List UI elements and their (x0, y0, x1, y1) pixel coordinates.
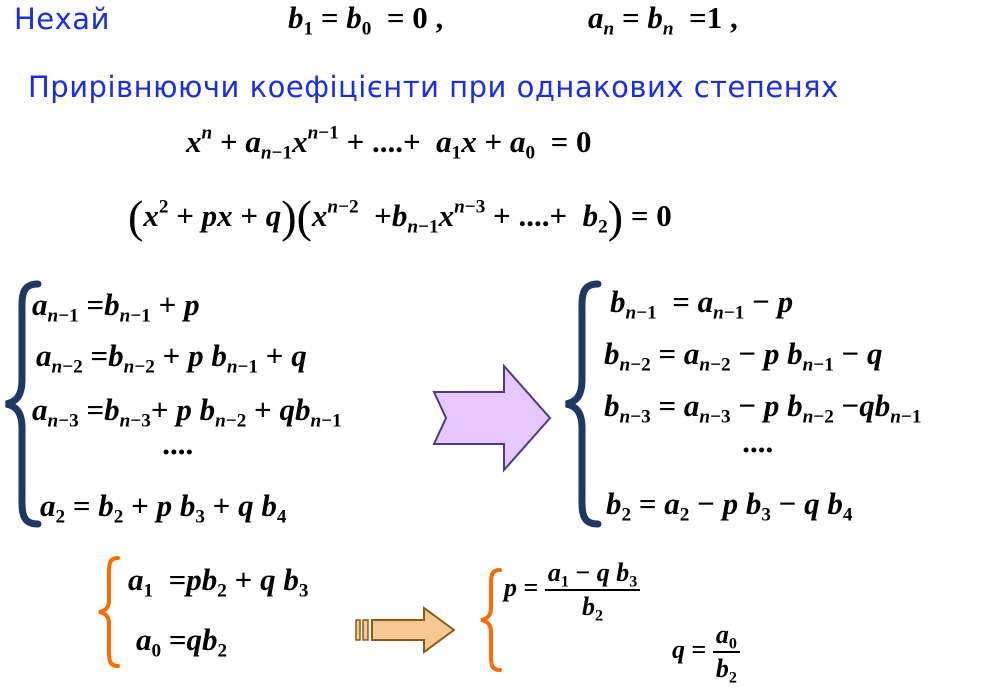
right-system-line-1: bn−1 = an−1 − p (610, 284, 794, 324)
small-system-line-1: a1 =pb2 + q b3 (128, 562, 309, 602)
formula-a-equals-b: an = bn =1 , (588, 0, 738, 40)
small-arrow-icon (355, 606, 456, 654)
right-system-dots: ···· (742, 432, 773, 467)
right-brace (565, 280, 602, 528)
right-system-line-2: bn−2 = an−2 − p bn−1 − q (604, 336, 883, 376)
left-system-line-4: a2 = b2 + p b3 + q b4 (40, 488, 287, 528)
small-right-brace (480, 568, 502, 672)
right-system-line-3: bn−3 = an−3 − p bn−2 −qbn−1 (604, 388, 922, 428)
left-system-line-1: an−1 =bn−1 + p (32, 287, 200, 327)
intro-label: Нехай (14, 2, 110, 36)
small-system-line-2: a0 =qb2 (136, 622, 228, 662)
factored-equation: (x2 + px + q)(xn−2 +bn−1xn−3 + ....+ b2)… (128, 191, 672, 242)
formula-q: q = a0 b2 (672, 620, 740, 686)
left-system-line-2: an−2 =bn−2 + p bn−1 + q (36, 338, 307, 378)
left-system-dots: ···· (162, 434, 193, 469)
left-brace (5, 280, 42, 528)
formula-p: p = a1 − q b3 b2 (504, 558, 641, 624)
left-system-line-3: an−3 =bn−3+ p bn−2 + qbn−1 (32, 392, 342, 432)
small-left-brace (98, 556, 120, 668)
right-system-line-4: b2 = a2 − p b3 − q b4 (606, 486, 853, 526)
subheading: Прирівнюючи коефіцієнти при однакових ст… (28, 70, 839, 104)
big-arrow-icon (432, 363, 552, 473)
formula-b-zero: b1 = b0 = 0 , (288, 0, 444, 40)
polynomial-equation: xn + an−1xn−1 + ....+ a1x + a0 = 0 (186, 122, 592, 164)
